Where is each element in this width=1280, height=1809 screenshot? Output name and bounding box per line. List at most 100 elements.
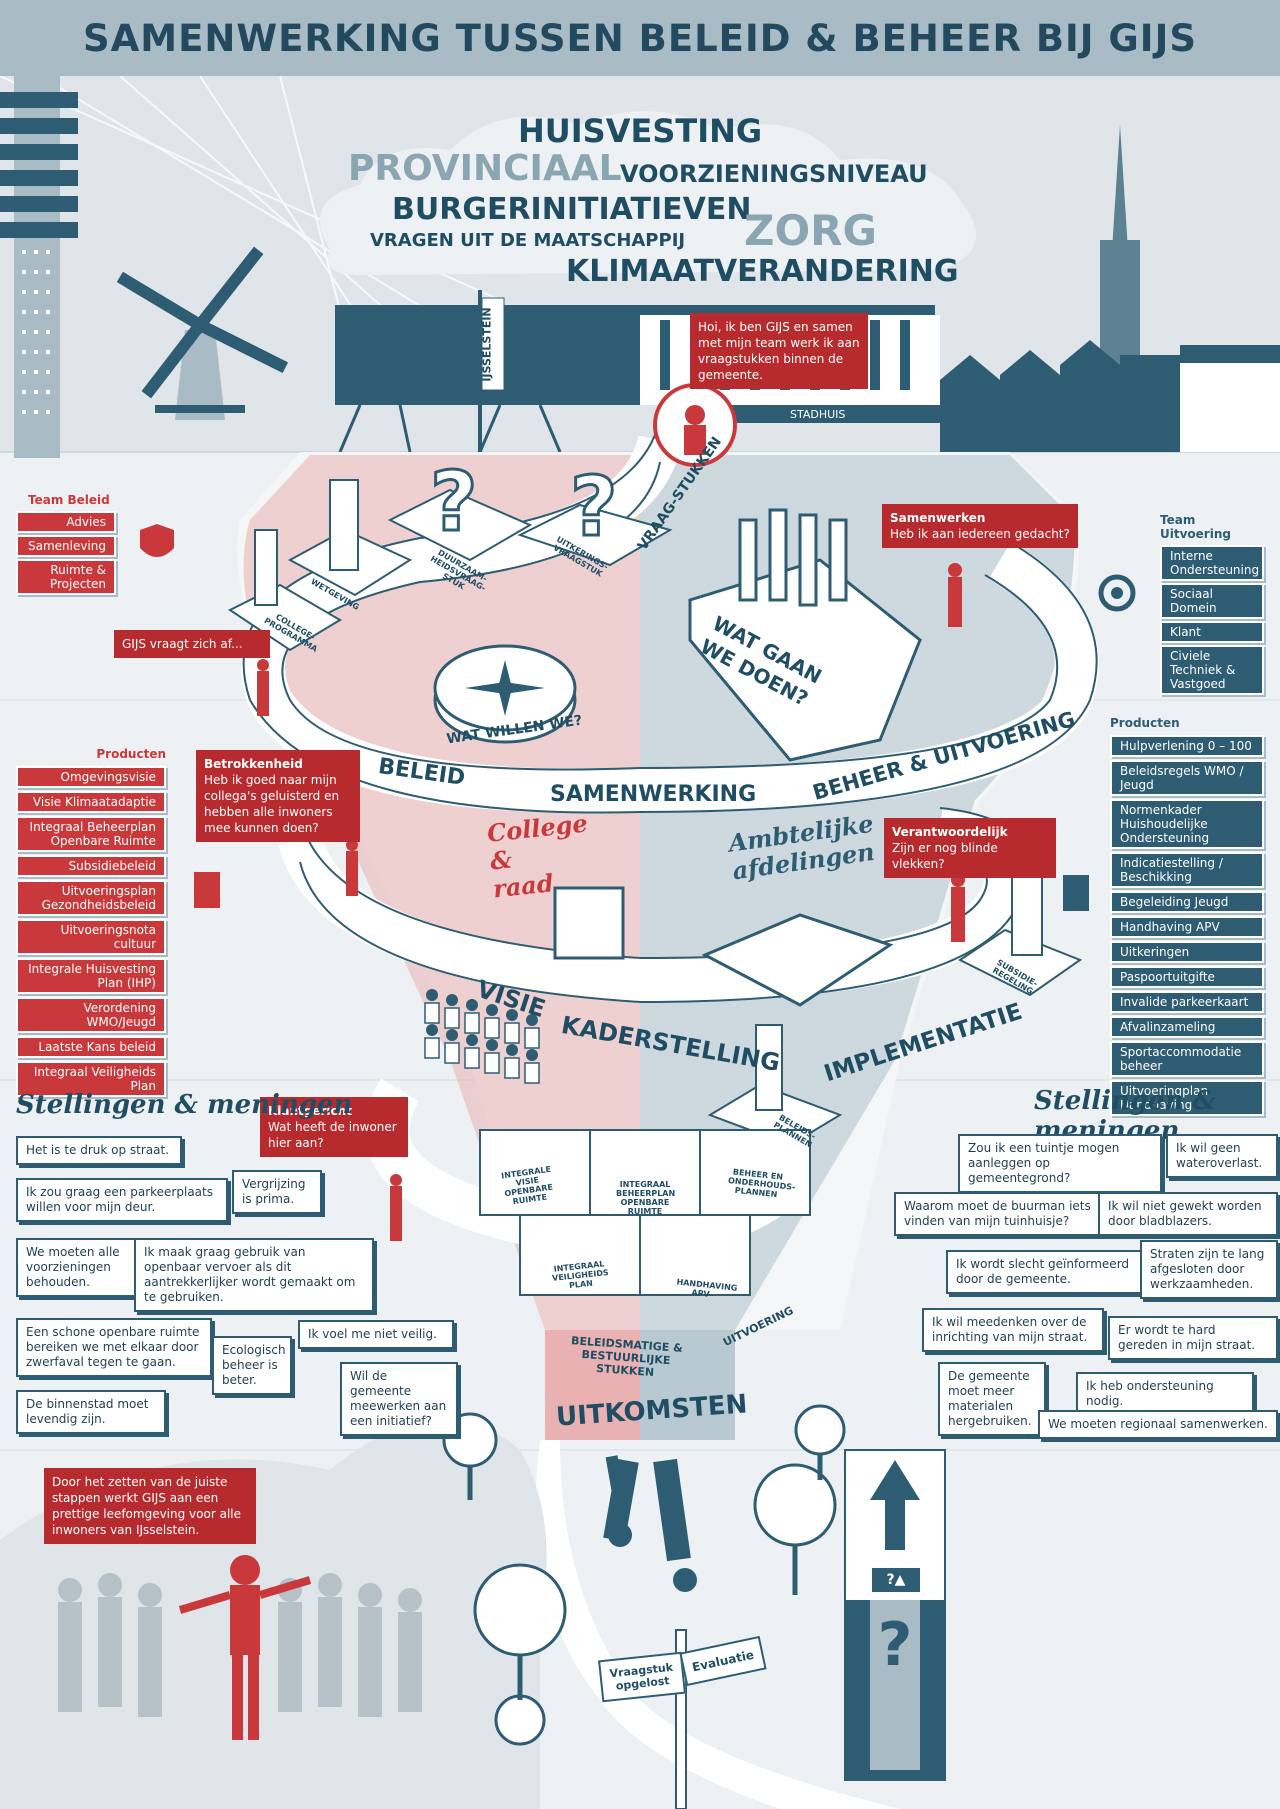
team-uitvoering-item: Sociaal Domein <box>1160 583 1264 619</box>
cycle-icon <box>1099 575 1135 611</box>
klantgericht-bubble: Klantgericht Wat heeft de inwoner hier a… <box>260 1097 408 1157</box>
opinion-bubble: Het is te druk op straat. <box>16 1136 182 1165</box>
producten-left-item: Integraal Beheerplan Openbare Ruimte <box>16 816 166 852</box>
college-raad-label: College & raad <box>485 808 589 904</box>
gijs-outro-text: Door het zetten van de juiste stappen we… <box>52 1475 241 1537</box>
samenwerken-bubble: Samenwerken Heb ik aan iedereen gedacht? <box>882 504 1078 548</box>
producten-right-item: Hulpverlening 0 – 100 <box>1110 735 1264 757</box>
producten-left-item: Visie Klimaatadaptie <box>16 791 166 813</box>
opinion-bubble: Een schone openbare ruimte bereiken we m… <box>16 1318 212 1377</box>
producten-right-item: Uitkeringen <box>1110 941 1264 963</box>
gijs-wonders-text: GIJS vraagt zich af... <box>122 637 243 651</box>
team-uitvoering-heading: Team Uitvoering <box>1160 513 1231 541</box>
producten-right-item: Indicatiestelling / Beschikking <box>1110 852 1264 888</box>
puzzle-label: INTEGRAAL BEHEERPLAN OPENBARE RUIMTE <box>616 1180 676 1216</box>
team-beleid-heading: Team Beleid <box>28 493 110 507</box>
opinion-bubble: Straten zijn te lang afgesloten door wer… <box>1140 1240 1278 1299</box>
cloud-word-vragen: VRAGEN UIT DE MAATSCHAPPIJ <box>370 230 686 251</box>
betrokkenheid-bubble: Betrokkenheid Heb ik goed naar mijn coll… <box>196 750 360 842</box>
verantwoordelijk-bubble: Verantwoordelijk Zijn er nog blinde vlek… <box>884 818 1056 878</box>
producten-left-item: Omgevingsvisie <box>16 766 166 788</box>
opinion-bubble: Ik wordt slecht geïnformeerd door de gem… <box>946 1250 1146 1294</box>
samenwerken-title: Samenwerken <box>890 511 986 525</box>
pipe-sign: ?▲ <box>872 1568 920 1592</box>
puzzle-label: INTEGRALE VISIE OPENBARE RUIMTE <box>500 1164 554 1207</box>
opinion-bubble: We moeten alle voorzieningen behouden. <box>16 1238 138 1297</box>
opinion-bubble: Wil de gemeente meewerken aan een initia… <box>340 1362 458 1436</box>
producten-right-item: Afvalinzameling <box>1110 1016 1264 1038</box>
betrokkenheid-title: Betrokkenheid <box>204 757 303 771</box>
producten-right-item: Paspoortuitgifte <box>1110 966 1264 988</box>
pipe-question-mark: ? <box>877 1610 913 1680</box>
samenwerken-text: Heb ik aan iedereen gedacht? <box>890 527 1070 541</box>
signpost-left-text: Vraagstuk opgelost <box>609 1660 674 1693</box>
team-uitvoering-item: Interne Ondersteuning <box>1160 545 1264 581</box>
signpost-left: Vraagstuk opgelost <box>598 1651 686 1703</box>
team-beleid: Team Beleid Advies Samenleving Ruimte & … <box>16 493 116 595</box>
stellingen-left-heading: Stellingen & meningen <box>16 1090 353 1120</box>
team-uitvoering: Team Uitvoering Interne Ondersteuning So… <box>1160 513 1264 695</box>
producten-left-item: Verordening WMO/Jeugd <box>16 997 166 1033</box>
producten-left: Producten Omgevingsvisie Visie Klimaatad… <box>16 747 166 1097</box>
producten-right-item: Begeleiding Jeugd <box>1110 891 1264 913</box>
verantwoordelijk-text: Zijn er nog blinde vlekken? <box>892 841 998 871</box>
cloud-word-klimaatverandering: KLIMAATVERANDERING <box>566 254 959 289</box>
opinion-bubble: Ecologisch beheer is beter. <box>212 1336 292 1395</box>
band1-samenwerking: SAMENWERKING <box>550 782 757 807</box>
signpost-right-text: Evaluatie <box>690 1647 756 1675</box>
gijs-intro-text: Hoi, ik ben GIJS en samen met mijn team … <box>698 320 860 382</box>
producten-left-heading: Producten <box>96 747 166 761</box>
producten-left-item: Integraal Veiligheids Plan <box>16 1061 166 1097</box>
opinion-bubble: De binnenstad moet levendig zijn. <box>16 1390 166 1434</box>
document-icon <box>194 872 220 908</box>
verantwoordelijk-title: Verantwoordelijk <box>892 825 1008 839</box>
team-beleid-item: Samenleving <box>16 535 116 557</box>
title-bar <box>0 0 1280 76</box>
producten-right-item: Invalide parkeerkaart <box>1110 991 1264 1013</box>
shield-icon <box>140 524 174 564</box>
cloud-word-huisvesting: HUISVESTING <box>518 112 763 150</box>
team-uitvoering-item: Klant <box>1160 621 1264 643</box>
page-title: SAMENWERKING TUSSEN BELEID & BEHEER BIJ … <box>83 16 1197 60</box>
producten-right-item: Uitvoeringplan Handhaving <box>1110 1080 1264 1116</box>
cloud-word-provinciaal: PROVINCIAAL <box>348 148 622 189</box>
opinion-bubble: Waarom moet de buurman iets vinden van m… <box>894 1192 1104 1236</box>
producten-right-item: Beleidsregels WMO / Jeugd <box>1110 760 1264 796</box>
team-beleid-item: Ruimte & Projecten <box>16 559 116 595</box>
opinion-bubble: Ik maak graag gebruik van openbaar vervo… <box>134 1238 374 1312</box>
producten-left-item: Laatste Kans beleid <box>16 1036 166 1058</box>
opinion-bubble: Er wordt te hard gereden in mijn straat. <box>1108 1316 1278 1360</box>
gijs-outro-bubble: Door het zetten van de juiste stappen we… <box>44 1468 256 1544</box>
betrokkenheid-text: Heb ik goed naar mijn collega's geluiste… <box>204 773 340 835</box>
producten-right-item: Sportaccommodatie beheer <box>1110 1041 1264 1077</box>
gijs-wonders-bubble: GIJS vraagt zich af... <box>114 630 270 658</box>
document-icon <box>1063 875 1089 911</box>
producten-right-heading: Producten <box>1110 716 1180 730</box>
opinion-bubble: Ik wil niet gewekt worden door bladblaze… <box>1098 1192 1278 1236</box>
opinion-bubble: Ik zou graag een parkeerplaats willen vo… <box>16 1178 228 1222</box>
opinion-bubble: Vergrijzing is prima. <box>232 1170 322 1214</box>
svg-text:?: ? <box>570 460 618 555</box>
opinion-bubble: Ik voel me niet veilig. <box>298 1320 454 1349</box>
flag-label: IJSSELSTEIN <box>480 307 494 382</box>
producten-left-item: Uitvoeringsnota cultuur <box>16 919 166 955</box>
cloud-word-burgerinitiatieven: BURGERINITIATIEVEN <box>392 192 752 227</box>
gijs-intro-bubble: Hoi, ik ben GIJS en samen met mijn team … <box>690 313 868 389</box>
team-beleid-item: Advies <box>16 511 116 533</box>
klantgericht-title: Klantgericht <box>268 1104 352 1118</box>
producten-left-item: Subsidiebeleid <box>16 855 166 877</box>
producten-right: Producten Hulpverlening 0 – 100 Beleidsr… <box>1110 716 1264 1116</box>
cloud-word-zorg: ZORG <box>744 206 877 255</box>
klantgericht-text: Wat heeft de inwoner hier aan? <box>268 1120 397 1150</box>
opinion-bubble: Ik wil meedenken over de inrichting van … <box>922 1308 1104 1352</box>
cloud-word-voorzieningsniveau: VOORZIENINGSNIVEAU <box>620 160 928 188</box>
pipe-sign-text: ?▲ <box>886 1572 906 1588</box>
opinion-bubble: De gemeente moet meer materialen hergebr… <box>938 1362 1046 1436</box>
producten-right-item: Handhaving APV <box>1110 916 1264 938</box>
opinion-bubble: Zou ik een tuintje mogen aanleggen op ge… <box>958 1134 1162 1193</box>
producten-left-item: Uitvoeringsplan Gezondheidsbeleid <box>16 880 166 916</box>
producten-right-item: Normenkader Huishoudelijke Ondersteuning <box>1110 799 1264 849</box>
svg-text:?: ? <box>430 455 478 550</box>
stadhuis-label: STADHUIS <box>790 408 846 421</box>
team-uitvoering-item: Civiele Techniek & Vastgoed <box>1160 645 1264 695</box>
